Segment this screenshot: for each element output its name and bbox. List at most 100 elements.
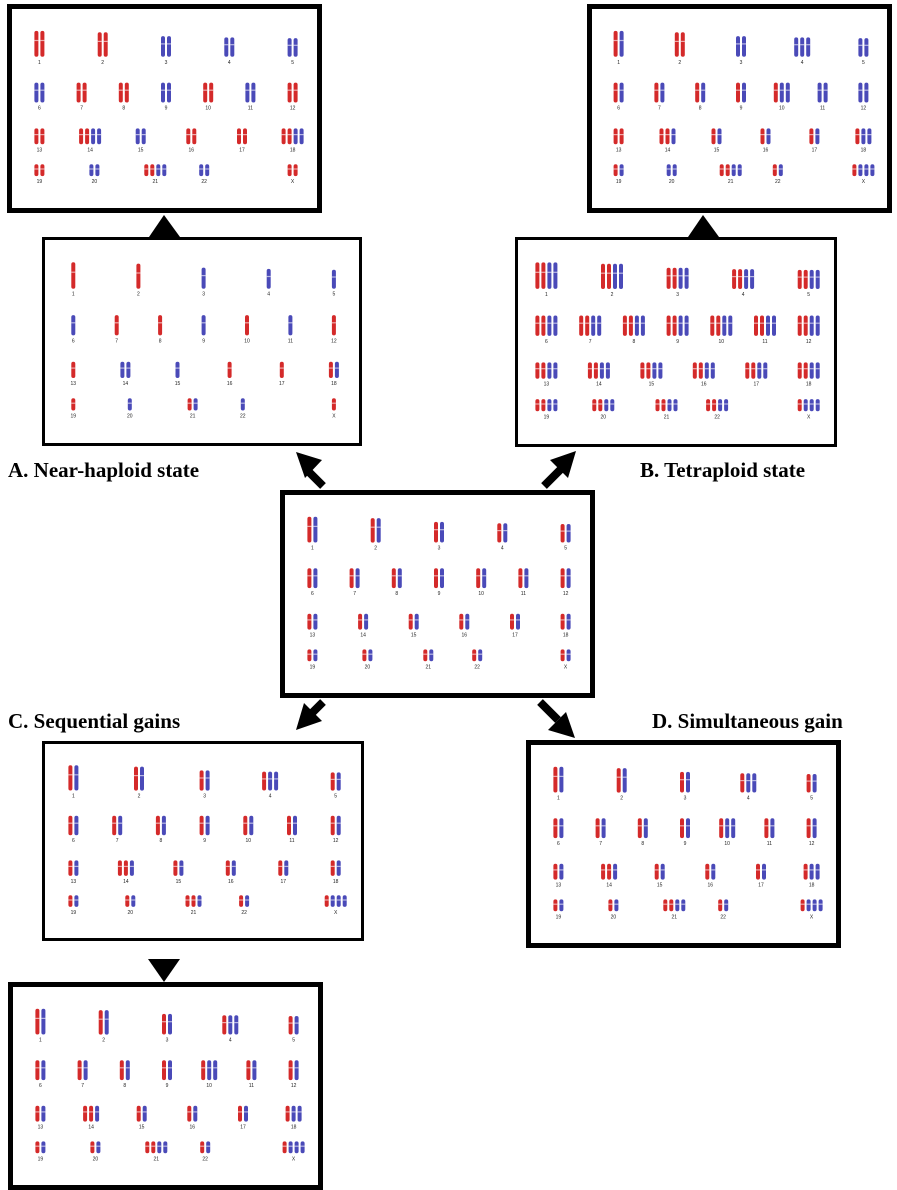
chromosome-label: 3: [165, 60, 168, 66]
chromosome-5: 5: [330, 772, 341, 800]
chromosome-label: 19: [38, 1156, 44, 1162]
centromere-band: [858, 168, 863, 170]
centromere-band: [560, 530, 565, 532]
chromatid: [285, 1105, 290, 1122]
chromatid: [809, 863, 814, 880]
chromatid: [766, 315, 770, 336]
centromere-band: [297, 1111, 302, 1113]
chromosome-label: 18: [331, 381, 337, 387]
chromatid: [41, 1060, 46, 1081]
centromere-band: [724, 903, 729, 905]
chromatid: [193, 1105, 198, 1122]
chromatid: [566, 649, 571, 662]
chromatid: [607, 863, 612, 880]
chromosome-label: 10: [779, 106, 785, 112]
chromatid: [817, 82, 822, 103]
chromosome-label: 9: [203, 838, 206, 844]
chromatid: [616, 768, 621, 793]
chromatid: [161, 36, 165, 57]
chromosome-label: X: [807, 414, 811, 420]
chromatid: [186, 128, 191, 145]
chromatid: [725, 818, 730, 839]
centromere-band: [728, 322, 733, 324]
chromatid: [112, 815, 117, 836]
chromosome-13: 13: [535, 362, 558, 388]
centromere-band: [209, 89, 214, 91]
chromosome-5: 5: [797, 269, 820, 298]
centromere-band: [751, 368, 756, 370]
centromere-band: [622, 322, 627, 324]
chromatid: [745, 362, 750, 379]
chromatid: [613, 82, 618, 103]
chromosome-X: X: [800, 899, 823, 920]
chromatid: [864, 38, 869, 57]
centromere-band: [83, 1111, 88, 1113]
centromere-band: [738, 276, 743, 278]
chromatid: [205, 815, 210, 836]
chromosome-15: 15: [136, 1105, 147, 1131]
chromatid: [541, 399, 546, 412]
chromosome-label: 4: [501, 546, 504, 552]
centromere-band: [566, 530, 571, 532]
chromosome-4: 4: [794, 37, 811, 66]
centromere-band: [809, 134, 814, 136]
chromosome-label: 17: [812, 147, 818, 153]
chromosome-11: 11: [754, 315, 776, 345]
chromosome-20: 20: [362, 649, 373, 670]
chromosome-16: 16: [760, 128, 771, 153]
chromosome-label: 5: [564, 546, 567, 552]
chromatid: [666, 267, 671, 289]
centromere-band: [812, 825, 817, 827]
chromatid: [34, 128, 39, 145]
centromere-band: [336, 899, 341, 901]
chromosome-label: 16: [227, 381, 233, 387]
chromosome-22: 22: [772, 164, 783, 185]
centromere-band: [97, 40, 102, 42]
centromere-band: [675, 903, 680, 905]
chromosome-label: 14: [606, 883, 612, 889]
chromatid: [227, 361, 232, 378]
centromere-band: [434, 529, 438, 531]
chromosome-label: 6: [557, 841, 560, 847]
chromosome-13: 13: [71, 361, 77, 387]
centromere-band: [187, 402, 192, 404]
centromere-band: [135, 134, 140, 136]
chromosome-label: 14: [87, 147, 93, 153]
centromere-band: [812, 780, 817, 782]
chromatid: [74, 765, 79, 791]
chromosome-label: 13: [71, 381, 77, 387]
chromosome-6: 6: [68, 815, 79, 844]
centromere-band: [566, 575, 571, 577]
chromosome-label: X: [334, 910, 338, 916]
chromosome-label: 21: [672, 914, 678, 920]
chromosome-22: 22: [718, 899, 729, 920]
chromosome-label: 7: [116, 838, 119, 844]
chromatid: [660, 82, 665, 103]
chromosome-12: 12: [331, 315, 337, 344]
chromatid: [736, 36, 740, 57]
centromere-band: [613, 168, 618, 170]
chromosome-label: 8: [641, 841, 644, 847]
chromatid: [200, 1141, 205, 1154]
centromere-band: [658, 368, 663, 370]
chromatid: [553, 315, 558, 336]
centromere-band: [614, 903, 619, 905]
chromosome-14: 14: [358, 613, 369, 639]
centromere-band: [193, 1111, 198, 1113]
centromere-band: [815, 869, 820, 871]
centromere-band: [364, 619, 369, 621]
chromatid: [203, 82, 208, 103]
chromosome-label: 16: [189, 147, 195, 153]
centromere-band: [678, 275, 683, 277]
chromosome-5: 5: [806, 774, 817, 802]
centromere-band: [560, 653, 565, 655]
centromere-band: [547, 403, 552, 405]
chromatid: [686, 818, 690, 839]
centromere-band: [601, 869, 606, 871]
centromere-band: [293, 168, 298, 170]
centromere-band: [524, 575, 529, 577]
centromere-band: [678, 322, 683, 324]
chromosome-label: 1: [311, 546, 314, 552]
